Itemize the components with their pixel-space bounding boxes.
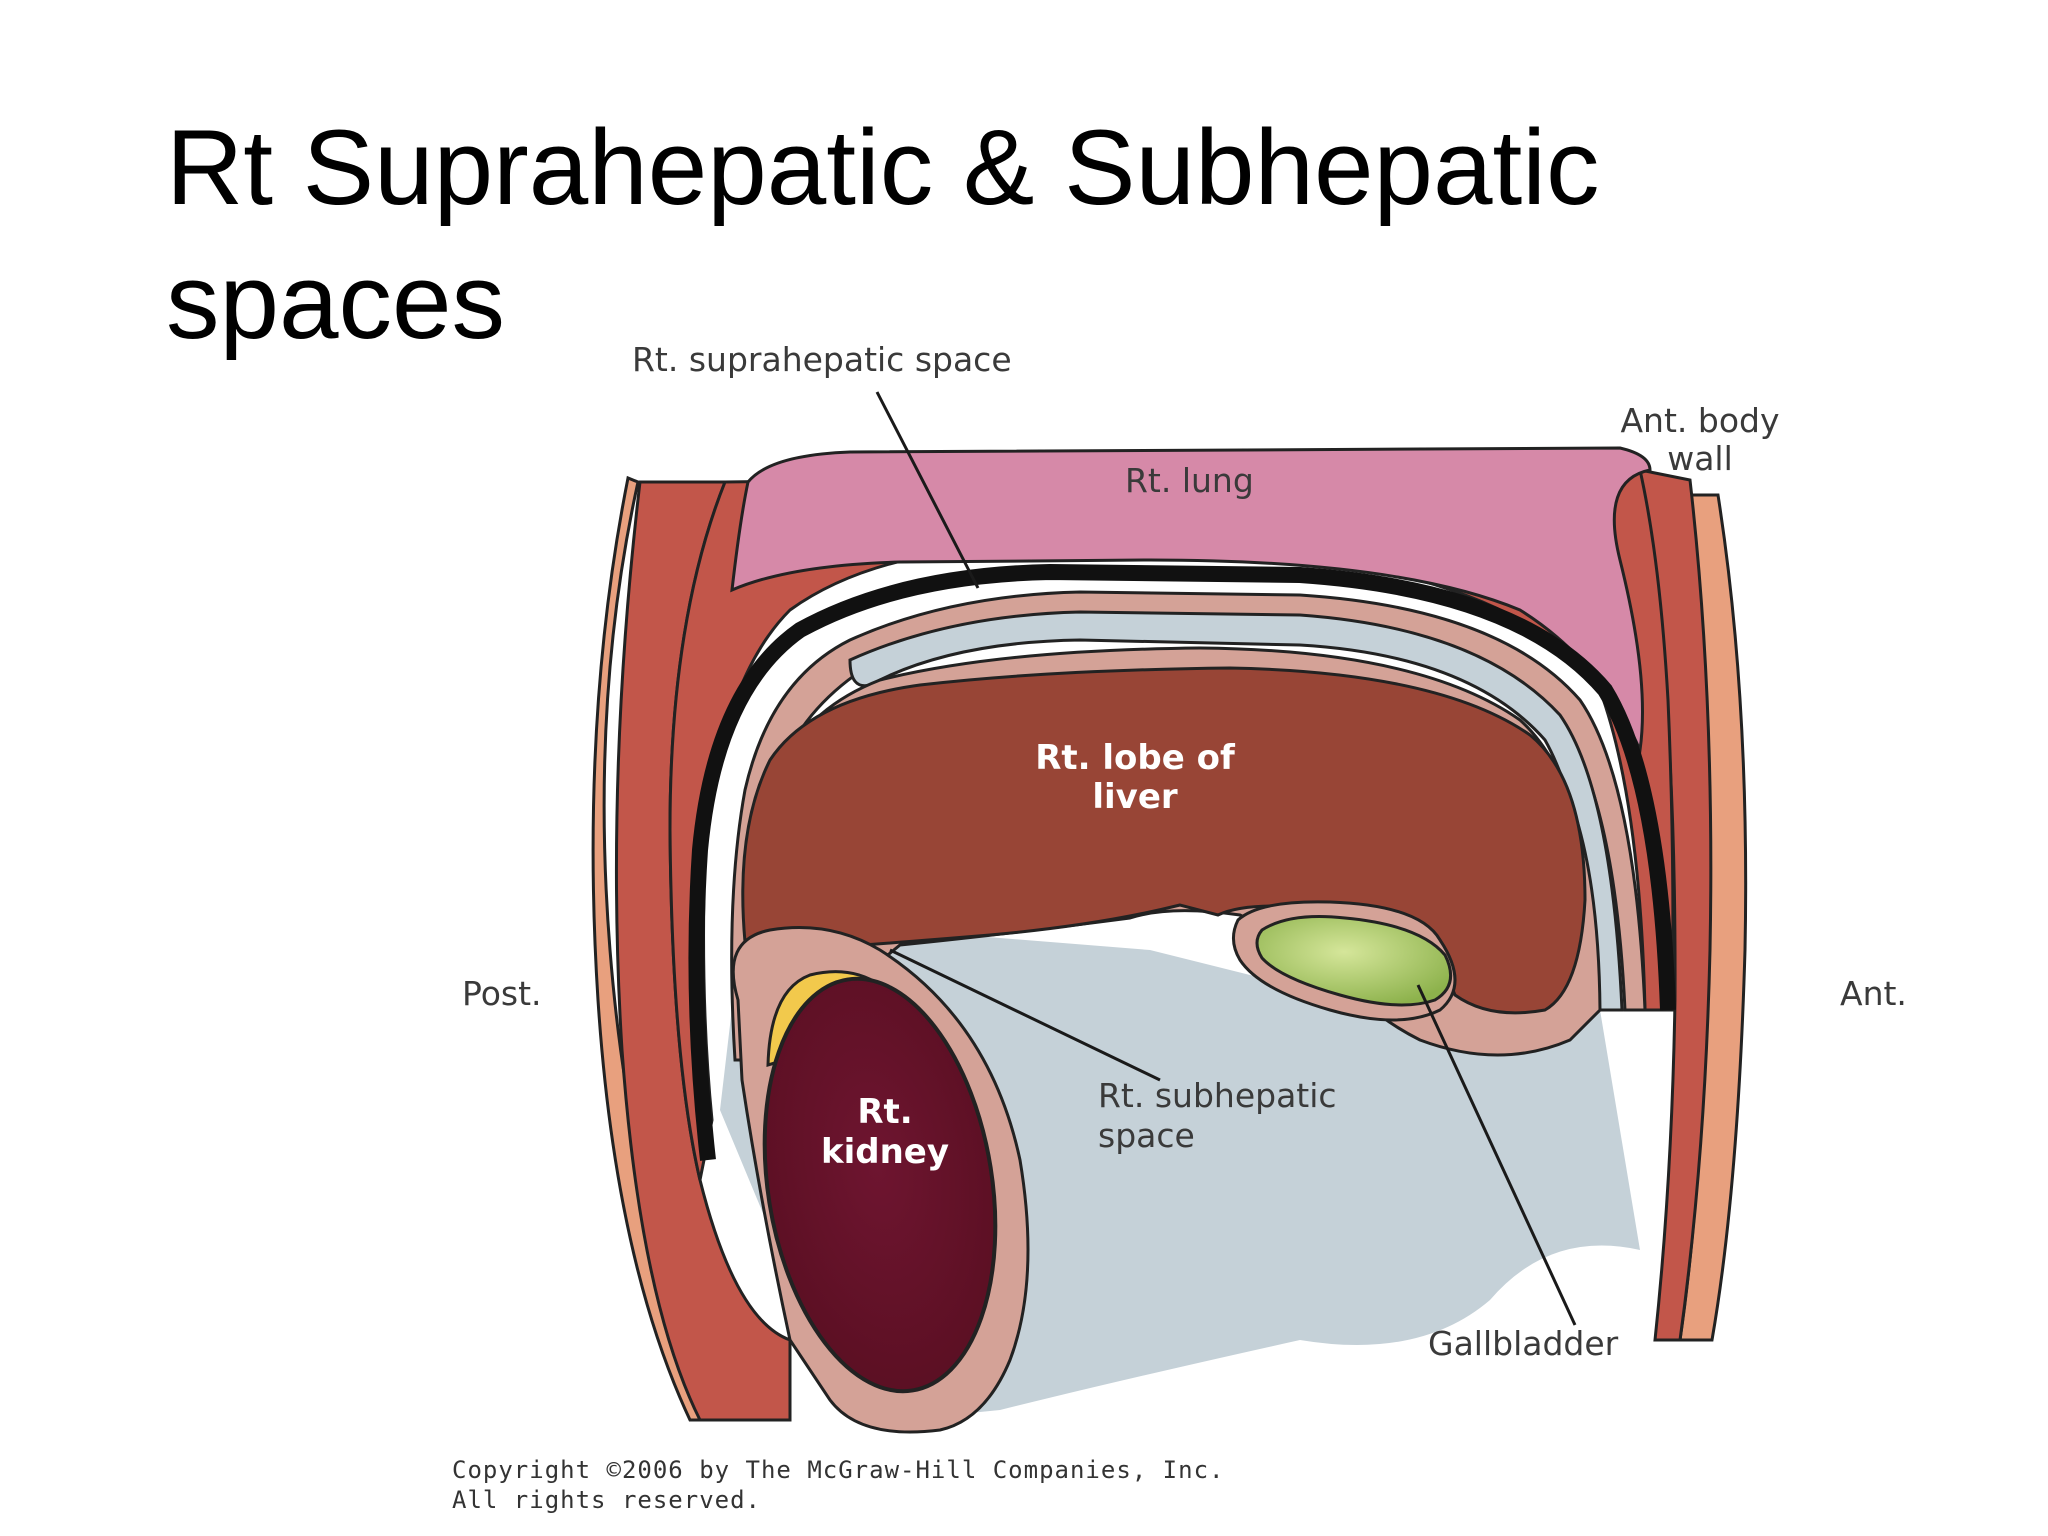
label-ant: Ant. <box>1840 974 1907 1013</box>
label-ant-body-wall-2: wall <box>1667 439 1733 478</box>
label-lung: Rt. lung <box>1125 461 1254 500</box>
slide-title: Rt Suprahepatic & Subhepatic spaces <box>166 100 1866 368</box>
peritoneal-lining <box>730 590 1647 1062</box>
label-kidney-1: Rt. <box>857 1092 912 1132</box>
label-liver-1: Rt. lobe of <box>1035 738 1236 778</box>
label-gallbladder: Gallbladder <box>1428 1324 1619 1363</box>
label-subhepatic-1: Rt. subhepatic <box>1098 1076 1337 1115</box>
leader-line-subhepatic <box>889 948 1161 1082</box>
slide-title-line-2: spaces <box>166 241 506 361</box>
label-subhepatic-2: space <box>1098 1116 1195 1155</box>
label-kidney-2: kidney <box>821 1132 949 1172</box>
copyright-notice: Copyright ©2006 by The McGraw-Hill Compa… <box>452 1455 1224 1515</box>
label-post: Post. <box>462 974 542 1013</box>
diaphragm <box>688 563 1676 1161</box>
posterior-body-wall <box>591 475 702 1422</box>
copyright-line-1: Copyright ©2006 by The McGraw-Hill Compa… <box>452 1456 1225 1484</box>
copyright-line-2: All rights reserved. <box>452 1486 761 1514</box>
slide-title-line-1: Rt Suprahepatic & Subhepatic <box>166 107 1600 227</box>
liver-right-lobe <box>741 666 1587 1015</box>
right-kidney <box>762 976 998 1394</box>
leader-line-suprahepatic <box>875 391 980 589</box>
label-ant-body-wall-1: Ant. body <box>1620 401 1779 440</box>
leader-line-gallbladder <box>1416 984 1577 1326</box>
label-liver-2: liver <box>1092 777 1178 817</box>
label-suprahepatic-space: Rt. suprahepatic space <box>632 340 1012 379</box>
gallbladder-shape <box>1255 915 1453 1007</box>
